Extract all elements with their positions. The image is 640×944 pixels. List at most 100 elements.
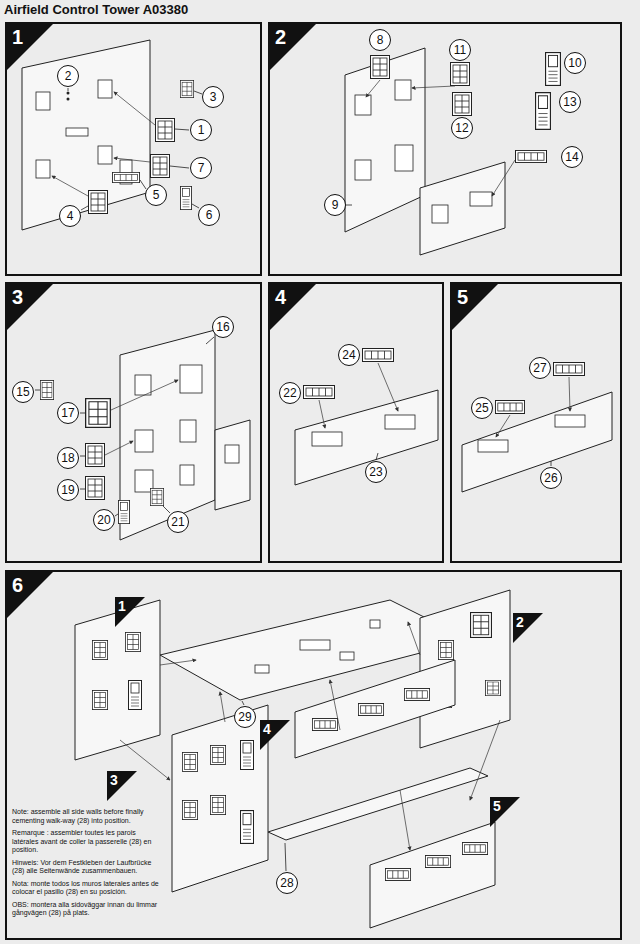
drawing-part <box>163 506 170 513</box>
step-panel: 12317546 <box>5 22 262 276</box>
drawing-part <box>140 180 146 189</box>
drawing-part <box>470 192 492 206</box>
drawing-part <box>295 660 455 758</box>
callout-circle: 9 <box>324 194 346 216</box>
drawing-part <box>160 660 196 665</box>
drawing-part <box>304 386 335 399</box>
flag-triangle <box>107 771 137 801</box>
drawing-part <box>462 842 487 854</box>
drawing-part <box>151 155 170 178</box>
sub-assembly-flag: 1 <box>115 597 145 627</box>
callout-circle: 29 <box>234 706 256 728</box>
drawing-part <box>36 160 50 178</box>
step-1-drawing <box>22 40 202 230</box>
drawing-part <box>114 158 150 162</box>
drawing-part <box>80 489 85 490</box>
callout-number: 4 <box>67 209 74 223</box>
step-number: 2 <box>275 25 286 49</box>
step-panel: 5272526 <box>450 282 622 563</box>
callout-number: 12 <box>455 121 468 135</box>
callout-circle: 7 <box>190 157 212 179</box>
callout-circle: 28 <box>276 872 298 894</box>
sub-assembly-number: 4 <box>263 721 271 737</box>
callout-number: 23 <box>369 465 382 479</box>
callout-circle: 20 <box>93 509 115 531</box>
drawing-part <box>111 380 178 410</box>
callout-circle: 1 <box>190 119 212 141</box>
drawing-part <box>285 843 286 871</box>
callout-circle: 21 <box>167 511 189 533</box>
drawing-part <box>462 392 612 492</box>
drawing-part <box>363 349 394 362</box>
drawing-part <box>385 415 415 429</box>
callout-number: 5 <box>153 188 160 202</box>
flag-triangle <box>260 720 290 750</box>
callout-number: 8 <box>377 33 384 47</box>
callout-number: 11 <box>454 43 466 57</box>
drawing-part <box>194 91 202 94</box>
step-panel: 316151718192021 <box>5 282 262 563</box>
drawing-part <box>319 400 325 428</box>
callout-number: 15 <box>16 385 29 399</box>
drawing-part <box>210 795 225 814</box>
drawing-part <box>395 80 411 100</box>
drawing-part <box>172 705 268 892</box>
callout-number: 28 <box>280 876 293 890</box>
sub-assembly-number: 3 <box>110 772 118 788</box>
callout-circle: 22 <box>279 382 301 404</box>
assembly-note: Hinweis: Vor dem Festkleben der Laufbrüc… <box>12 859 164 876</box>
callout-circle: 2 <box>57 65 79 87</box>
callout-circle: 18 <box>57 447 79 469</box>
drawing-part <box>312 718 337 730</box>
drawing-part <box>340 652 354 660</box>
drawing-part <box>86 477 105 500</box>
step-panel: 4242223 <box>268 282 444 563</box>
drawing-part <box>35 390 40 391</box>
assembly-note: Remarque : assembler toutes les parois l… <box>12 829 164 855</box>
drawing-part <box>470 720 500 800</box>
drawing-part <box>425 855 450 867</box>
drawing-part <box>150 488 163 505</box>
drawing-part <box>495 401 524 414</box>
step-panel: 2811101312149 <box>268 22 622 276</box>
drawing-part <box>156 119 175 142</box>
drawing-part <box>255 665 269 673</box>
drawing-part <box>135 375 151 395</box>
drawing-part <box>182 752 197 771</box>
drawing-part <box>546 53 561 86</box>
drawing-part <box>569 377 570 411</box>
callout-number: 14 <box>565 150 578 164</box>
drawing-part <box>67 92 70 95</box>
drawing-part <box>120 330 215 540</box>
drawing-part <box>81 206 88 210</box>
drawing-part <box>67 98 70 101</box>
drawing-part <box>400 790 410 850</box>
drawing-part <box>358 703 383 715</box>
callout-number: 18 <box>61 451 74 465</box>
callout-number: 1 <box>198 123 205 137</box>
drawing-part <box>180 365 202 393</box>
callout-circle: 4 <box>59 205 81 227</box>
callout-number: 17 <box>61 406 74 420</box>
drawing-part <box>366 80 380 97</box>
drawing-part <box>346 205 352 206</box>
flag-triangle <box>490 797 520 827</box>
drawing-part <box>118 500 129 523</box>
sub-assembly-number: 2 <box>516 614 524 630</box>
drawing-part <box>125 632 140 651</box>
callout-circle: 17 <box>57 402 79 424</box>
flag-triangle <box>115 597 145 627</box>
step-number: 1 <box>12 25 23 49</box>
sub-assembly-number: 1 <box>118 598 126 614</box>
drawing-part <box>180 420 196 442</box>
drawing-part <box>371 56 390 79</box>
callout-circle: 26 <box>540 467 562 489</box>
drawing-part <box>536 93 551 130</box>
callout-number: 16 <box>216 320 229 334</box>
drawing-part <box>92 640 107 659</box>
sub-assembly-flag: 4 <box>260 720 290 750</box>
drawing-part <box>86 444 105 467</box>
callout-number: 3 <box>210 90 217 104</box>
drawing-part <box>485 680 500 695</box>
drawing-part <box>66 128 88 136</box>
